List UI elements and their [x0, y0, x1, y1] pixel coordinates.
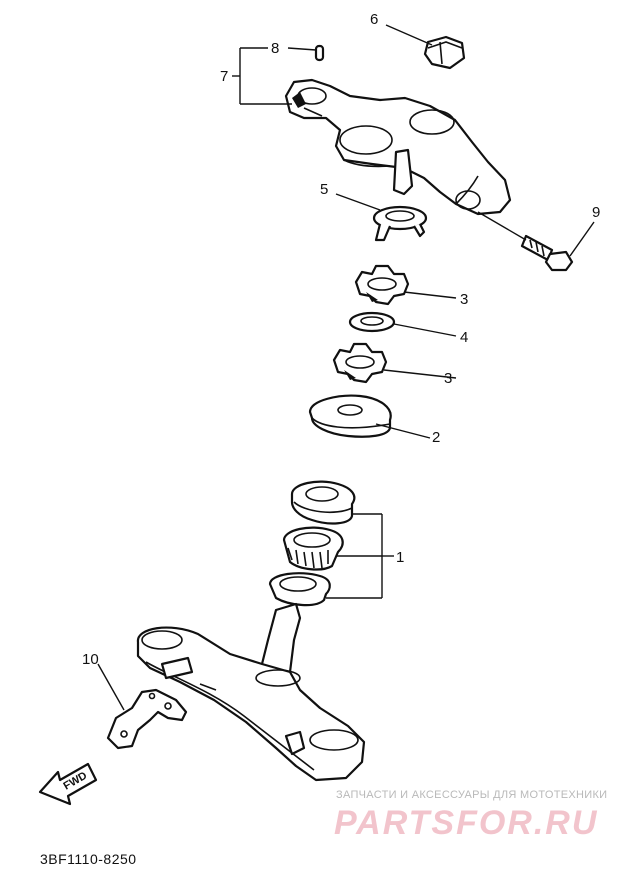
callout-5: 5 [320, 181, 328, 198]
callout-7: 7 [220, 68, 228, 85]
callout-2: 2 [432, 429, 440, 446]
part-4-washer [348, 311, 396, 333]
part-3-ring-nut-upper [354, 264, 410, 306]
callout-3-upper: 3 [460, 291, 468, 308]
part-9-bolt [520, 234, 574, 272]
callout-4: 4 [460, 329, 468, 346]
lower-bracket-stem [136, 602, 366, 782]
part-3-ring-nut-lower [332, 342, 388, 384]
callout-9: 9 [592, 204, 600, 221]
part-1-bearing-set [268, 480, 356, 607]
watermark-logo: PARTSFOR.RU [334, 804, 598, 842]
callout-10: 10 [82, 651, 99, 668]
part-10-plate [106, 688, 188, 750]
diagram-code: 3BF1110-8250 [40, 851, 137, 867]
callout-3-lower: 3 [444, 370, 452, 387]
part-8-pin [314, 44, 325, 62]
callout-8: 8 [271, 40, 279, 57]
part-2-cover-disc [308, 394, 392, 438]
watermark-tagline: ЗАПЧАСТИ И АКСЕССУАРЫ ДЛЯ МОТОТЕХНИКИ [336, 789, 607, 801]
callout-1: 1 [396, 549, 404, 566]
part-5-lock-washer [372, 205, 428, 242]
callout-6: 6 [370, 11, 378, 28]
fwd-arrow-icon: FWD [38, 762, 98, 806]
part-6-cap-nut [423, 35, 466, 70]
part-7-upper-bracket [284, 78, 512, 216]
